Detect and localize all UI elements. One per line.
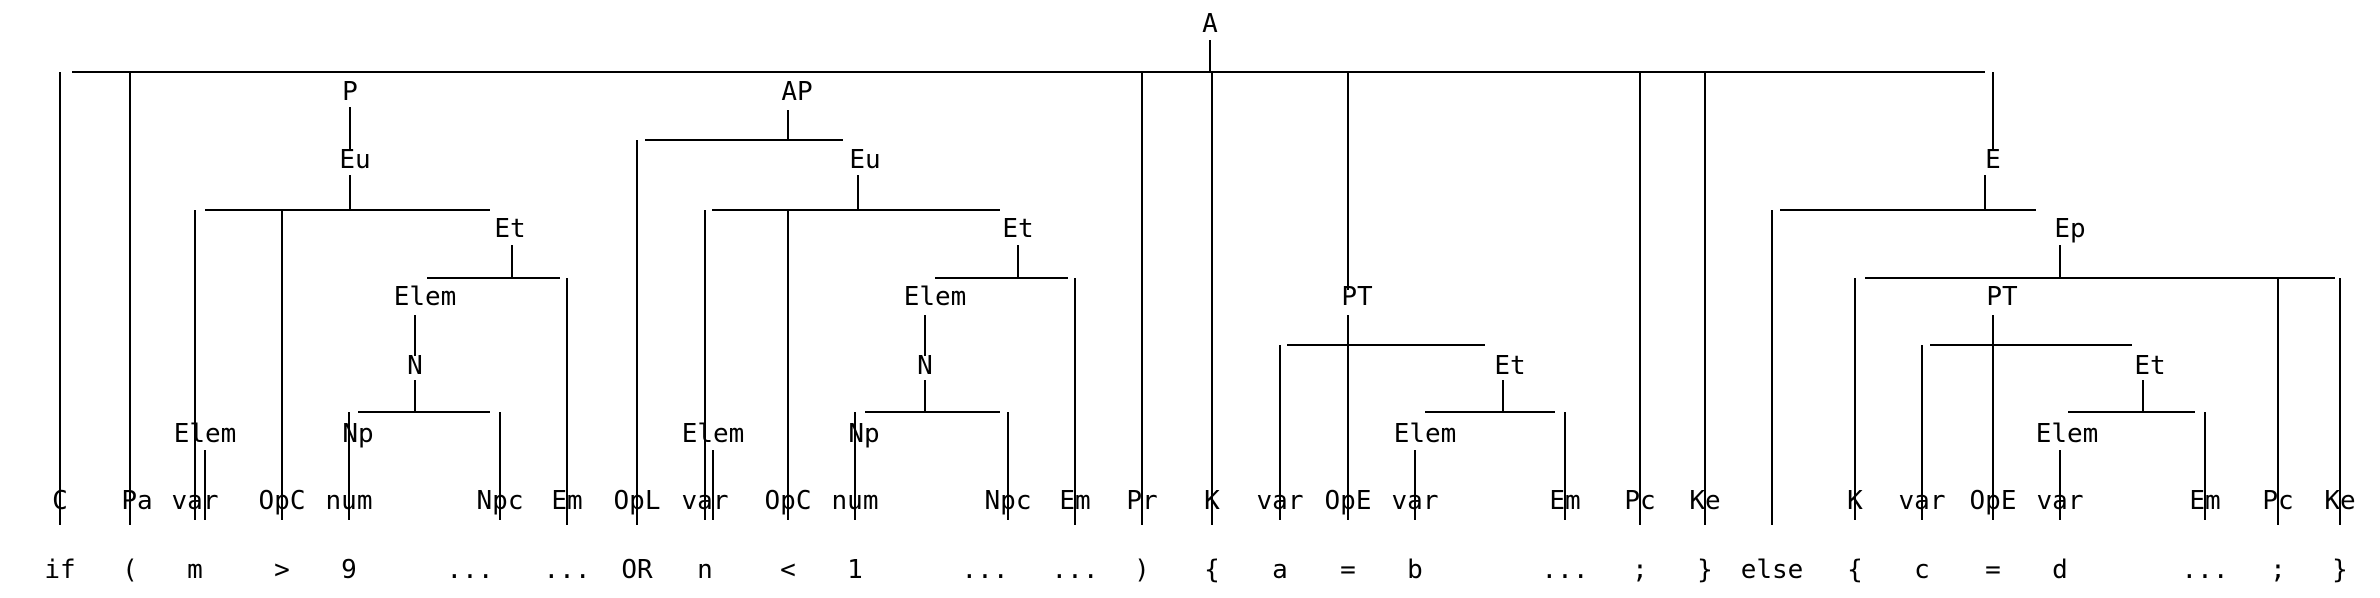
- node-et: Et: [1494, 351, 1525, 381]
- category-label: var: [172, 486, 219, 516]
- token-label: if: [44, 555, 75, 585]
- category-label: Em: [1549, 486, 1580, 516]
- category-label: OpC: [765, 486, 812, 516]
- category-label: var: [682, 486, 729, 516]
- token-label: 1: [847, 555, 863, 585]
- token-label: ;: [2270, 555, 2286, 585]
- token-label: a: [1272, 555, 1288, 585]
- category-label: Pr: [1126, 486, 1157, 516]
- category-label: Em: [2189, 486, 2220, 516]
- category-label: Em: [551, 486, 582, 516]
- token-label: ...: [447, 555, 494, 585]
- category-label: Pc: [2262, 486, 2293, 516]
- category-label: OpE: [1970, 486, 2017, 516]
- token-label: ...: [1542, 555, 1589, 585]
- token-label: =: [1985, 555, 2001, 585]
- node-ap: AP: [781, 77, 812, 107]
- node-n: N: [917, 351, 933, 381]
- node-et: Et: [1002, 214, 1033, 244]
- node-eu: Eu: [339, 145, 370, 175]
- category-label: Pa: [121, 486, 152, 516]
- token-label: ...: [2182, 555, 2229, 585]
- token-label: >: [274, 555, 290, 585]
- token-label: ...: [1052, 555, 1099, 585]
- token-label: 9: [341, 555, 357, 585]
- node-n: N: [407, 351, 423, 381]
- category-label: var: [1257, 486, 1304, 516]
- token-label: b: [1407, 555, 1423, 585]
- category-label: var: [2037, 486, 2084, 516]
- category-label: C: [52, 486, 68, 516]
- node-elem: Elem: [682, 419, 745, 449]
- node-np: Np: [848, 419, 879, 449]
- token-label: ...: [544, 555, 591, 585]
- node-e: E: [1985, 145, 2001, 175]
- tree-edges: [59, 40, 2341, 525]
- token-label: <: [780, 555, 796, 585]
- node-pt: PT: [1341, 282, 1373, 312]
- token-label: ): [1134, 555, 1150, 585]
- token-label: ...: [962, 555, 1009, 585]
- token-row: if ( m >9...... OR n <1......) { a = b...;} else { c =…: [44, 555, 2347, 585]
- token-label: (: [122, 555, 138, 585]
- category-label: K: [1847, 486, 1863, 516]
- category-label: var: [1899, 486, 1946, 516]
- token-label: ;: [1632, 555, 1648, 585]
- node-et: Et: [2134, 351, 2165, 381]
- category-label: num: [832, 486, 879, 516]
- token-label: }: [2332, 555, 2348, 585]
- category-label: Em: [1059, 486, 1090, 516]
- token-label: =: [1340, 555, 1356, 585]
- category-label: OpE: [1325, 486, 1372, 516]
- node-ep: Ep: [2054, 214, 2085, 244]
- node-elem: Elem: [904, 282, 967, 312]
- node-root: A: [1202, 9, 1218, 39]
- category-label: OpL: [614, 486, 661, 516]
- category-label: Ke: [1689, 486, 1720, 516]
- node-elem: Elem: [394, 282, 457, 312]
- token-label: }: [1697, 555, 1713, 585]
- category-label: Ke: [2324, 486, 2355, 516]
- node-elem: Elem: [174, 419, 237, 449]
- token-label: c: [1914, 555, 1930, 585]
- token-label: n: [697, 555, 713, 585]
- category-label: var: [1392, 486, 1439, 516]
- node-et: Et: [494, 214, 525, 244]
- category-label: Pc: [1624, 486, 1655, 516]
- token-label: m: [187, 555, 203, 585]
- category-label: num: [326, 486, 373, 516]
- node-eu: Eu: [849, 145, 880, 175]
- node-p: P: [342, 77, 358, 107]
- category-label: Npc: [985, 486, 1032, 516]
- token-label: else: [1741, 555, 1804, 585]
- token-label: {: [1847, 555, 1863, 585]
- node-elem: Elem: [1394, 419, 1457, 449]
- category-label: Npc: [477, 486, 524, 516]
- category-label: K: [1204, 486, 1220, 516]
- node-np: Np: [342, 419, 373, 449]
- token-label: {: [1204, 555, 1220, 585]
- node-pt: PT: [1986, 282, 2018, 312]
- category-label: OpC: [259, 486, 306, 516]
- token-label: d: [2052, 555, 2068, 585]
- node-elem: Elem: [2036, 419, 2099, 449]
- token-label: OR: [621, 555, 653, 585]
